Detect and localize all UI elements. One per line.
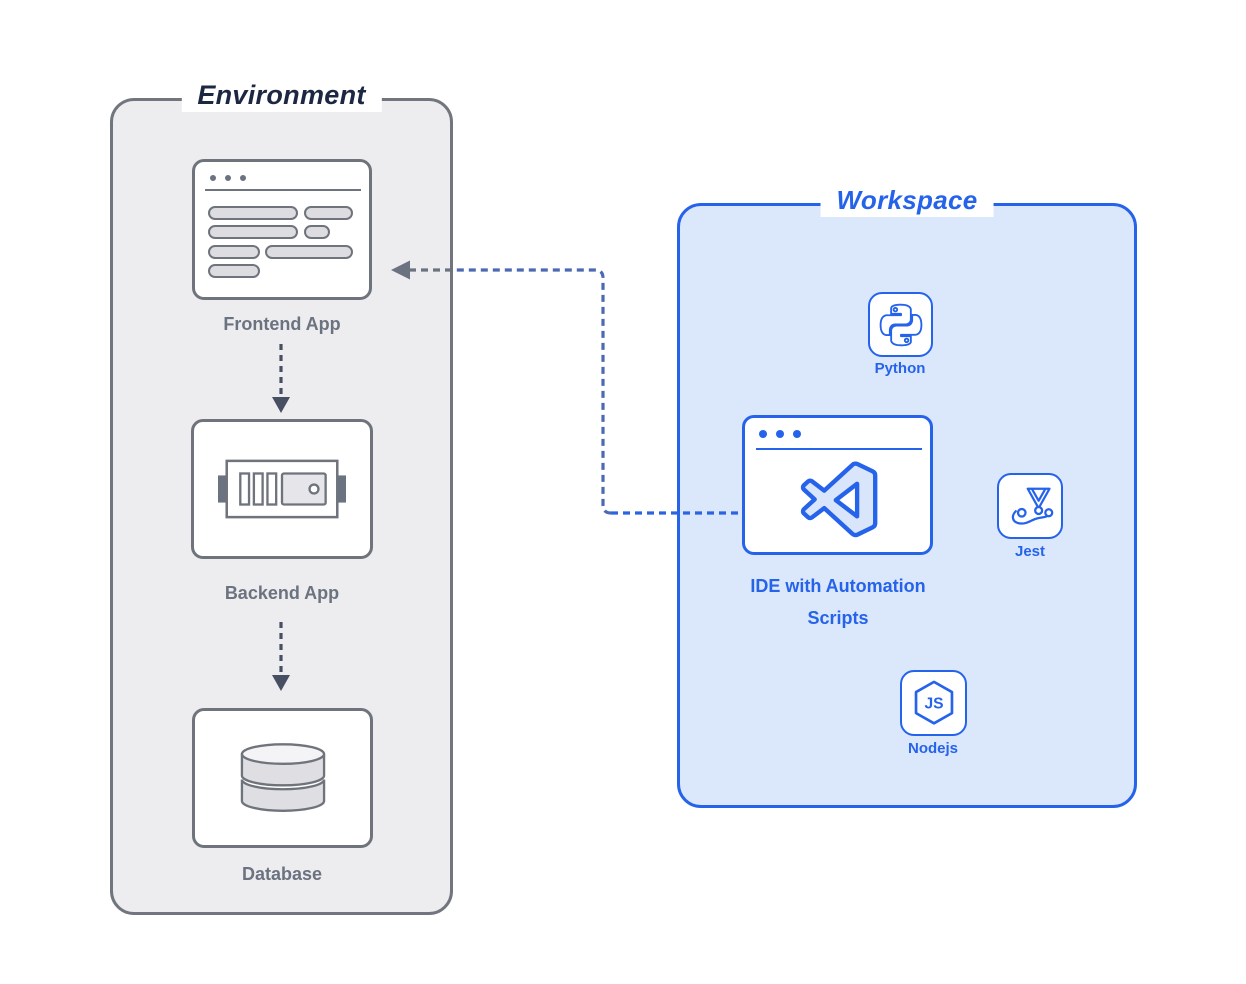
nodejs-label: Nodejs xyxy=(907,740,958,757)
browser-wireframe-icon xyxy=(195,162,369,297)
server-icon xyxy=(218,459,346,519)
window-dots-icon xyxy=(210,175,246,181)
backend-app-label: Backend App xyxy=(224,583,340,603)
environment-title: Environment xyxy=(181,79,382,112)
nodejs-node: JS xyxy=(900,670,967,736)
svg-text:JS: JS xyxy=(924,695,943,712)
workspace-title: Workspace xyxy=(820,184,994,217)
nodejs-icon: JS xyxy=(914,680,953,725)
jest-node xyxy=(997,473,1063,539)
jest-icon xyxy=(1011,487,1054,525)
frontend-app-node xyxy=(192,159,372,300)
jest-label: Jest xyxy=(1014,543,1046,560)
backend-app-node xyxy=(191,419,373,559)
vscode-icon xyxy=(800,461,878,538)
frontend-app-label: Frontend App xyxy=(223,314,341,334)
window-dots-icon xyxy=(759,430,801,438)
ide-label-line2: Scripts xyxy=(807,608,869,628)
python-icon xyxy=(879,303,922,346)
python-label: Python xyxy=(874,360,926,377)
python-node xyxy=(868,292,933,357)
ide-node xyxy=(742,415,933,555)
ide-label-line1: IDE with Automation xyxy=(750,576,926,596)
database-cylinder-icon xyxy=(240,742,325,812)
database-node xyxy=(192,708,373,848)
database-label: Database xyxy=(241,864,323,884)
